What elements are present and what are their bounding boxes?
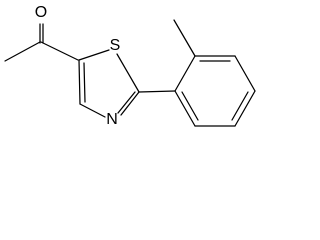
- bond-ar4-ar5-inner: [231, 91, 249, 121]
- bond-ar1-ar2: [174, 55, 196, 92]
- bond-c5-s1: [78, 49, 110, 61]
- nitrogen-label: N: [106, 111, 118, 128]
- sulfur-label: S: [110, 37, 121, 54]
- bond-s1-c2: [116, 53, 140, 93]
- bond-methyl-carbonyl: [4, 41, 41, 62]
- bond-ar3-ar4: [234, 55, 256, 92]
- bond-aryl-methyl: [173, 19, 196, 57]
- bond-thiazole-aryl: [138, 90, 176, 93]
- bond-c4-c5-double: [83, 62, 86, 103]
- structure-svg: O S N: [4, 4, 256, 128]
- bond-ar6-ar1-inner: [181, 91, 199, 121]
- bond-ar6-ar1: [174, 90, 196, 127]
- bond-c2-n3-double: [117, 91, 136, 114]
- bond-c2-n3: [120, 91, 140, 116]
- oxygen-label: O: [35, 4, 47, 21]
- bond-n3-c4: [79, 103, 106, 118]
- bond-c4-c5: [78, 59, 81, 105]
- bond-ar4-ar5: [234, 90, 256, 127]
- molecule-diagram: O S N: [0, 0, 257, 131]
- bond-carbonyl-ring: [40, 41, 79, 61]
